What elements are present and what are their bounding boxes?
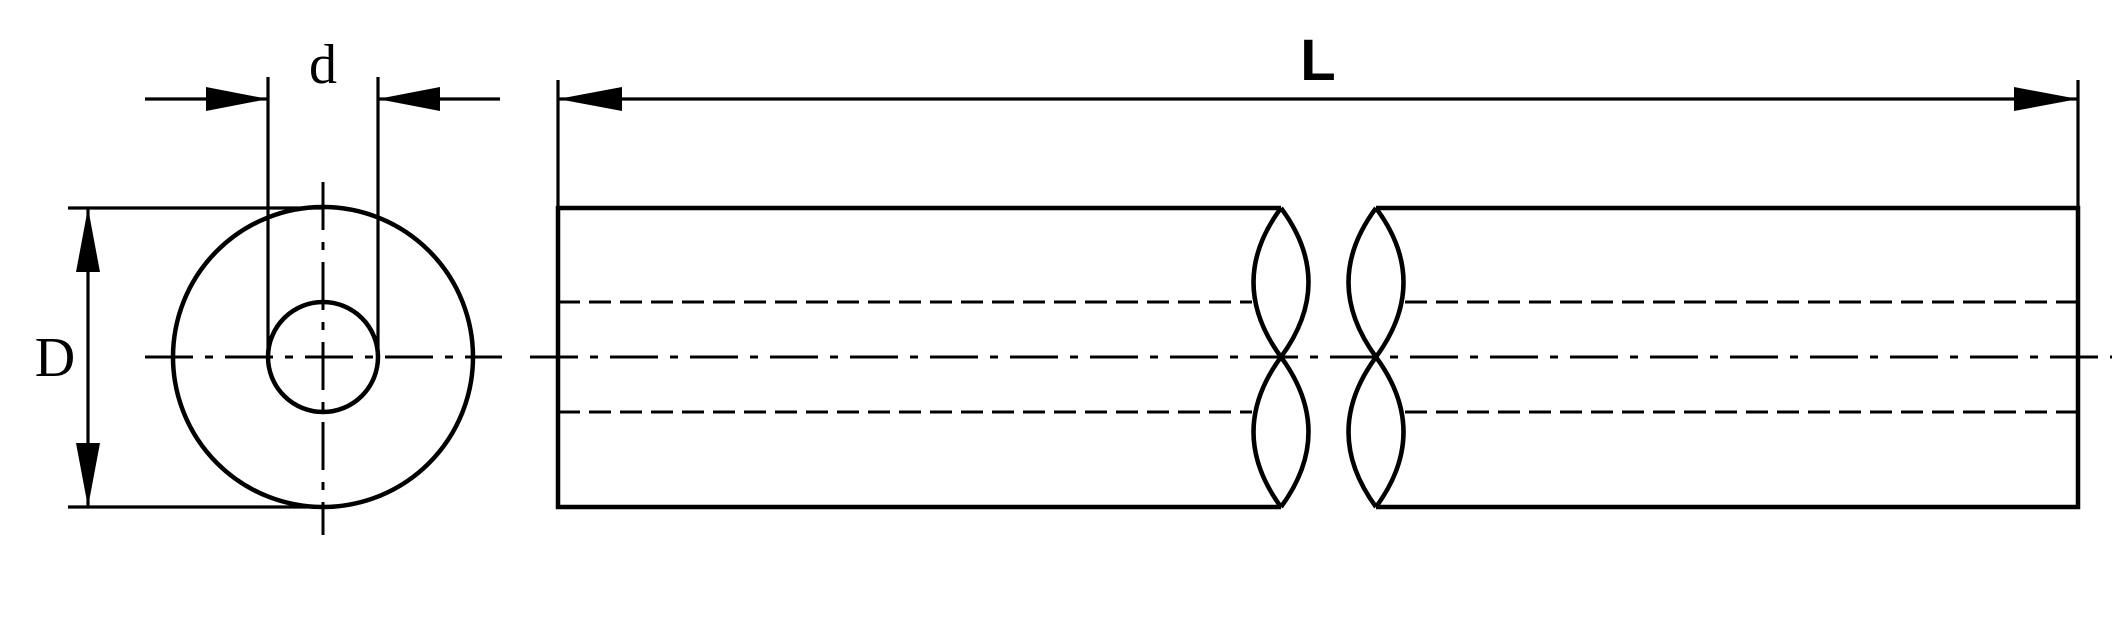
d-arrowhead-right — [378, 87, 440, 111]
L-label: L — [1300, 28, 1335, 93]
right-break-curve-inner — [1373, 206, 1406, 509]
end-view: d D — [35, 34, 502, 535]
D-arrowhead-bottom — [76, 443, 100, 507]
d-label: d — [309, 34, 337, 96]
d-arrowhead-left — [206, 87, 268, 111]
L-arrowhead-right — [2014, 87, 2078, 111]
D-label: D — [35, 327, 75, 389]
side-view: L — [530, 28, 2112, 510]
D-arrowhead-top — [76, 208, 100, 272]
L-arrowhead-left — [558, 87, 622, 111]
